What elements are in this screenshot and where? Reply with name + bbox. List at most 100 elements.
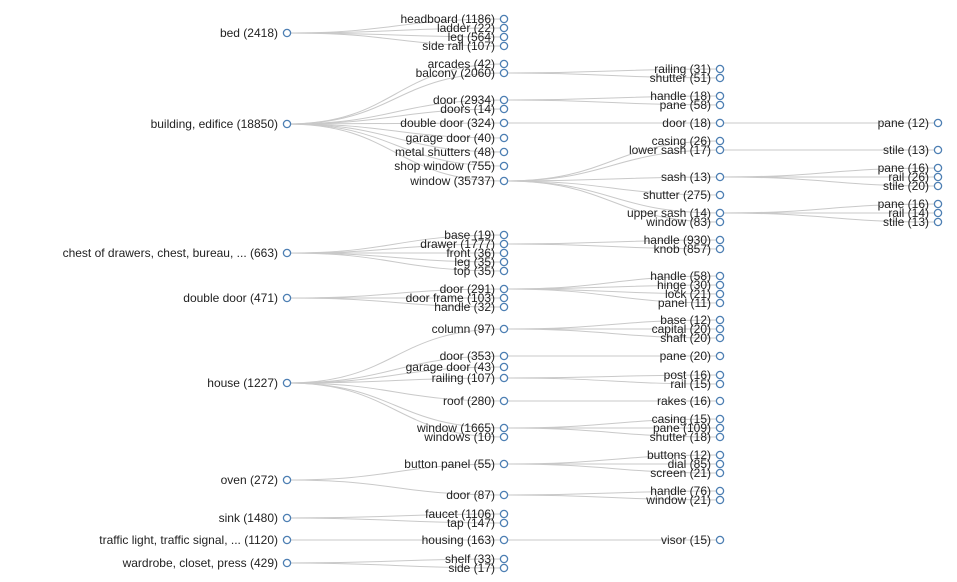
node-circle-icon[interactable] bbox=[499, 459, 509, 469]
tree-node-panel[interactable]: panel (11) bbox=[658, 296, 725, 310]
tree-node-drawer[interactable]: drawer (1777) bbox=[420, 237, 509, 251]
node-circle-icon[interactable] bbox=[933, 208, 943, 218]
node-circle-icon[interactable] bbox=[715, 190, 725, 200]
tree-node-garage-door[interactable]: garage door (40) bbox=[406, 131, 509, 145]
node-circle-icon[interactable] bbox=[933, 217, 943, 227]
tree-node-handle[interactable]: handle (76) bbox=[650, 484, 725, 498]
node-circle-icon[interactable] bbox=[715, 289, 725, 299]
tree-node-pane[interactable]: pane (12) bbox=[878, 116, 943, 130]
node-circle-icon[interactable] bbox=[715, 73, 725, 83]
node-circle-icon[interactable] bbox=[715, 298, 725, 308]
tree-node-double-door[interactable]: double door (471) bbox=[183, 291, 292, 305]
tree-node-pane[interactable]: pane (109) bbox=[653, 421, 725, 435]
node-circle-icon[interactable] bbox=[499, 41, 509, 51]
node-circle-icon[interactable] bbox=[499, 302, 509, 312]
node-circle-icon[interactable] bbox=[715, 351, 725, 361]
node-circle-icon[interactable] bbox=[282, 28, 292, 38]
node-circle-icon[interactable] bbox=[715, 486, 725, 496]
tree-node-side-rail[interactable]: side rail (107) bbox=[422, 39, 509, 53]
node-circle-icon[interactable] bbox=[715, 100, 725, 110]
tree-node-handle[interactable]: handle (18) bbox=[650, 89, 725, 103]
tree-node-housing[interactable]: housing (163) bbox=[422, 533, 509, 547]
node-circle-icon[interactable] bbox=[499, 554, 509, 564]
node-circle-icon[interactable] bbox=[499, 324, 509, 334]
tree-node-shutter[interactable]: shutter (275) bbox=[643, 188, 725, 202]
tree-node-window[interactable]: window (35737) bbox=[409, 174, 509, 188]
node-circle-icon[interactable] bbox=[499, 104, 509, 114]
tree-node-doors[interactable]: doors (14) bbox=[440, 102, 509, 116]
node-circle-icon[interactable] bbox=[715, 145, 725, 155]
tree-node-railing[interactable]: railing (107) bbox=[432, 371, 509, 385]
node-circle-icon[interactable] bbox=[933, 118, 943, 128]
node-circle-icon[interactable] bbox=[499, 490, 509, 500]
node-circle-icon[interactable] bbox=[499, 133, 509, 143]
tree-node-door[interactable]: door (87) bbox=[446, 488, 509, 502]
node-circle-icon[interactable] bbox=[282, 535, 292, 545]
tree-node-shutter[interactable]: shutter (18) bbox=[650, 430, 725, 444]
tree-node-side[interactable]: side (17) bbox=[448, 561, 509, 575]
tree-node-shutter[interactable]: shutter (51) bbox=[650, 71, 725, 85]
node-circle-icon[interactable] bbox=[499, 293, 509, 303]
tree-node-casing[interactable]: casing (26) bbox=[652, 134, 725, 148]
node-circle-icon[interactable] bbox=[933, 199, 943, 209]
node-circle-icon[interactable] bbox=[715, 396, 725, 406]
tree-node-dial[interactable]: dial (85) bbox=[668, 457, 725, 471]
tree-node-pane[interactable]: pane (58) bbox=[660, 98, 725, 112]
node-circle-icon[interactable] bbox=[499, 230, 509, 240]
node-circle-icon[interactable] bbox=[499, 396, 509, 406]
node-circle-icon[interactable] bbox=[715, 136, 725, 146]
tree-node-rail[interactable]: rail (15) bbox=[670, 377, 725, 391]
node-circle-icon[interactable] bbox=[499, 239, 509, 249]
tree-node-bed[interactable]: bed (2418) bbox=[220, 26, 292, 40]
tree-node-stile[interactable]: stile (13) bbox=[883, 215, 943, 229]
tree-node-post[interactable]: post (16) bbox=[664, 368, 725, 382]
tree-node-base[interactable]: base (19) bbox=[444, 228, 509, 242]
node-circle-icon[interactable] bbox=[715, 315, 725, 325]
tree-node-base[interactable]: base (12) bbox=[660, 313, 725, 327]
node-circle-icon[interactable] bbox=[499, 432, 509, 442]
tree-node-pane[interactable]: pane (20) bbox=[660, 349, 725, 363]
node-circle-icon[interactable] bbox=[715, 379, 725, 389]
tree-node-capital[interactable]: capital (20) bbox=[652, 322, 725, 336]
node-circle-icon[interactable] bbox=[499, 59, 509, 69]
node-circle-icon[interactable] bbox=[715, 91, 725, 101]
node-circle-icon[interactable] bbox=[282, 378, 292, 388]
tree-node-ladder[interactable]: ladder (22) bbox=[437, 21, 509, 35]
node-circle-icon[interactable] bbox=[499, 68, 509, 78]
node-circle-icon[interactable] bbox=[499, 161, 509, 171]
node-circle-icon[interactable] bbox=[282, 475, 292, 485]
node-circle-icon[interactable] bbox=[715, 217, 725, 227]
node-circle-icon[interactable] bbox=[499, 509, 509, 519]
node-circle-icon[interactable] bbox=[715, 468, 725, 478]
tree-node-arcades[interactable]: arcades (42) bbox=[428, 57, 509, 71]
node-circle-icon[interactable] bbox=[499, 118, 509, 128]
tree-node-leg[interactable]: leg (564) bbox=[448, 30, 509, 44]
node-circle-icon[interactable] bbox=[499, 95, 509, 105]
node-circle-icon[interactable] bbox=[715, 208, 725, 218]
tree-node-sash[interactable]: sash (13) bbox=[661, 170, 725, 184]
tree-node-leg[interactable]: leg (35) bbox=[454, 255, 509, 269]
node-circle-icon[interactable] bbox=[715, 172, 725, 182]
node-circle-icon[interactable] bbox=[715, 423, 725, 433]
tree-node-door[interactable]: door (353) bbox=[440, 349, 509, 363]
node-circle-icon[interactable] bbox=[499, 147, 509, 157]
node-circle-icon[interactable] bbox=[715, 535, 725, 545]
tree-node-pane[interactable]: pane (16) bbox=[878, 197, 943, 211]
tree-node-lower-sash[interactable]: lower sash (17) bbox=[629, 143, 725, 157]
node-circle-icon[interactable] bbox=[499, 373, 509, 383]
tree-node-window[interactable]: window (21) bbox=[645, 493, 725, 507]
tree-node-tap[interactable]: tap (147) bbox=[447, 516, 509, 530]
node-circle-icon[interactable] bbox=[715, 459, 725, 469]
tree-node-lock[interactable]: lock (21) bbox=[665, 287, 725, 301]
tree-node-buttons[interactable]: buttons (12) bbox=[647, 448, 725, 462]
node-circle-icon[interactable] bbox=[499, 248, 509, 258]
node-circle-icon[interactable] bbox=[282, 513, 292, 523]
node-circle-icon[interactable] bbox=[499, 32, 509, 42]
node-circle-icon[interactable] bbox=[499, 518, 509, 528]
tree-node-traffic-light-traffic-signal[interactable]: traffic light, traffic signal, ... (1120… bbox=[99, 533, 292, 547]
node-circle-icon[interactable] bbox=[715, 495, 725, 505]
node-circle-icon[interactable] bbox=[499, 23, 509, 33]
tree-node-shop-window[interactable]: shop window (755) bbox=[394, 159, 509, 173]
tree-node-garage-door[interactable]: garage door (43) bbox=[406, 360, 509, 374]
tree-node-handle[interactable]: handle (32) bbox=[434, 300, 509, 314]
